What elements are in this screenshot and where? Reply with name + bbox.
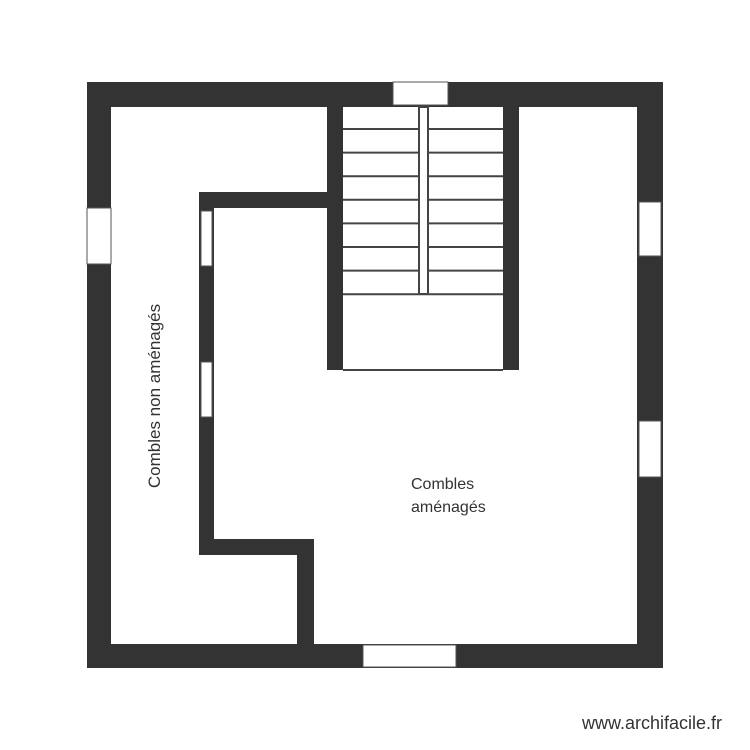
- partition-top: [199, 192, 327, 208]
- room-label-unfinished: Combles non aménagés: [145, 304, 164, 488]
- exterior-walls: [87, 82, 663, 668]
- interior-walls: [199, 107, 519, 645]
- window-top: [392, 81, 449, 106]
- wall-left: [87, 82, 111, 668]
- room-label-finished-1: Combles: [411, 476, 474, 493]
- staircase: [343, 106, 503, 371]
- wall-top: [87, 82, 663, 107]
- stair-wall-left: [327, 107, 343, 370]
- window-bottom: [362, 644, 457, 668]
- room-label-finished-2: aménagés: [411, 499, 486, 516]
- wall-right: [637, 82, 663, 668]
- window-partition-1: [200, 210, 213, 267]
- windows: [86, 81, 662, 668]
- partition-step: [199, 539, 314, 555]
- stair-rail: [418, 106, 429, 295]
- window-left: [86, 207, 112, 265]
- partition-lower: [297, 539, 314, 645]
- window-right-2: [638, 420, 662, 478]
- window-right-1: [638, 201, 662, 257]
- window-partition-2: [200, 361, 213, 418]
- stair-wall-right: [503, 107, 519, 370]
- watermark: www.archifacile.fr: [581, 713, 722, 733]
